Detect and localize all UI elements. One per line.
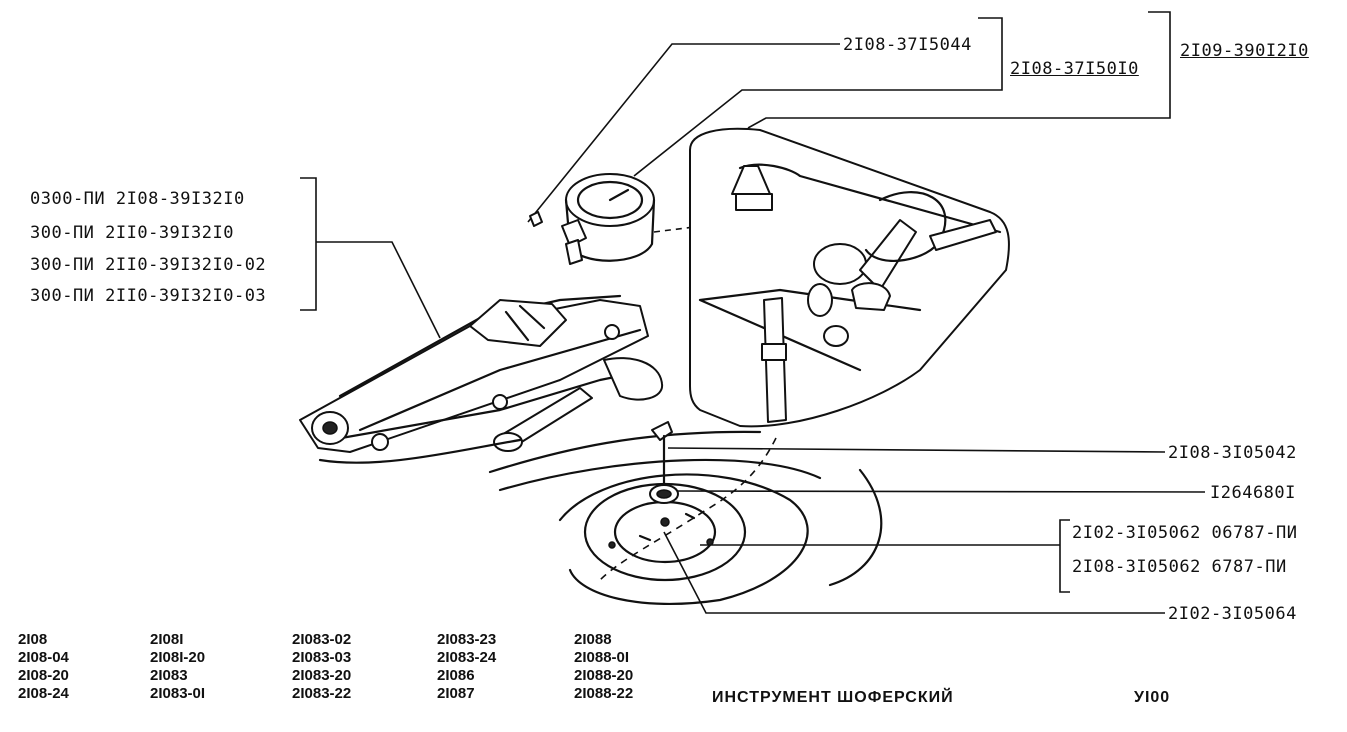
model-item: 2I08 [18, 631, 48, 648]
leader-lines [300, 11, 1206, 614]
pressure-gauge-sketch [529, 173, 656, 265]
model-item: 2I083-23 [437, 631, 497, 648]
model-item: 2I083 [150, 667, 188, 684]
model-item: 2I083-02 [292, 631, 352, 648]
label-bolt-line-2: 2I08-3I05062 6787-ПИ [1072, 557, 1287, 577]
model-item: 2I08-20 [18, 667, 69, 684]
model-item: 2I08-24 [18, 685, 69, 702]
hook-bolt-sketch [649, 421, 679, 504]
label-kit-bag: 2I09-390I2I0 [1180, 41, 1309, 61]
model-item: 2I083-20 [292, 667, 352, 684]
label-bolt-line-1: 2I02-3I05062 06787-ПИ [1072, 523, 1298, 543]
model-item: 2I083-22 [292, 685, 352, 702]
model-item: 2I088-20 [574, 667, 634, 684]
label-wheel-mount: 2I02-3I05064 [1168, 604, 1297, 624]
model-item: 2I08I-20 [150, 649, 206, 666]
diagram-title: ИНСТРУМЕНТ ШОФЕРСКИЙ [712, 689, 954, 706]
label-washer: I264680I [1210, 483, 1296, 503]
model-item: 2I088 [574, 631, 612, 648]
label-jack-line-4: 300-ПИ 2II0-39I32I0-03 [30, 286, 267, 306]
model-item: 2I088-22 [574, 685, 634, 702]
model-item: 2I083-0I [150, 685, 206, 702]
scissor-jack-sketch [299, 294, 664, 464]
label-gauge-assembly: 2I08-37I50I0 [1010, 59, 1139, 79]
label-gauge-part: 2I08-37I5044 [843, 35, 972, 55]
model-item: 2I08-04 [18, 649, 69, 666]
tool-bag-sketch [689, 127, 1010, 428]
label-jack-line-1: 0300-ПИ 2I08-39I32I0 [30, 189, 245, 209]
model-item: 2I083-24 [437, 649, 497, 666]
diagram-code: УI00 [1134, 689, 1171, 706]
model-item: 2I088-0I [574, 649, 630, 666]
label-hook: 2I08-3I05042 [1168, 443, 1297, 463]
model-item: 2I083-03 [292, 649, 352, 666]
label-jack-line-3: 300-ПИ 2II0-39I32I0-02 [30, 255, 267, 275]
model-item: 2I087 [437, 685, 475, 702]
label-jack-line-2: 300-ПИ 2II0-39I32I0 [30, 223, 234, 243]
model-item: 2I086 [437, 667, 475, 684]
model-item: 2I08I [150, 631, 184, 648]
spare-wheel-sketch [488, 430, 883, 606]
